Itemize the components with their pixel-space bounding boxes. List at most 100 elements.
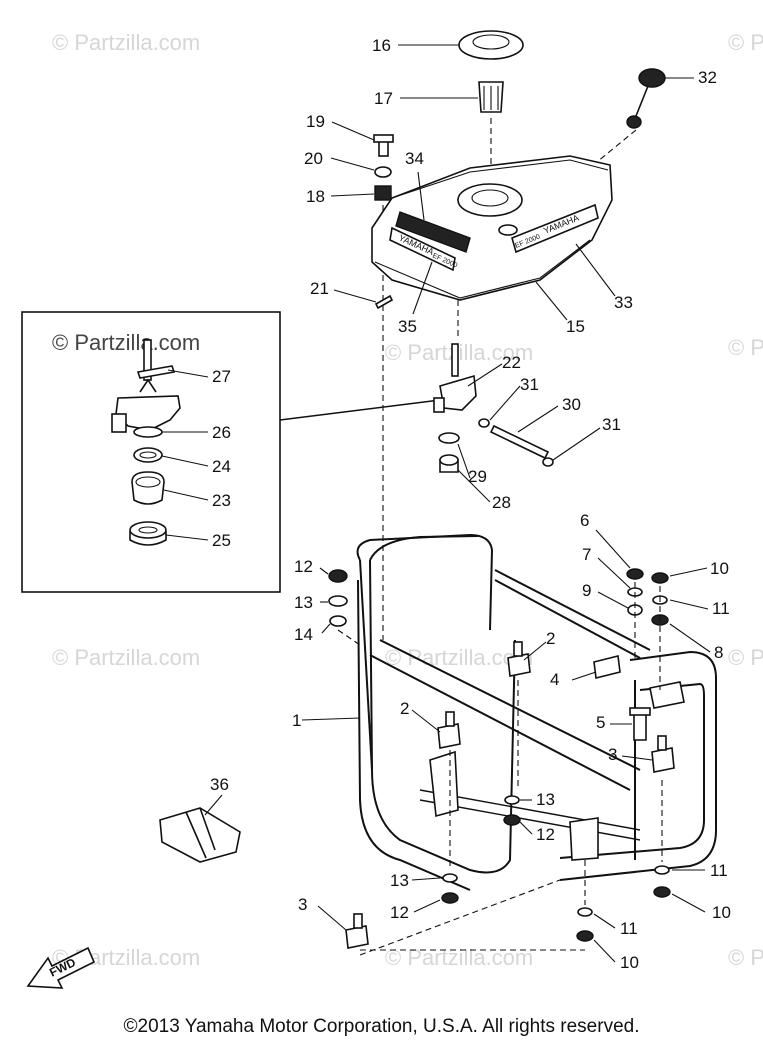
part-11-washer-bottom [577, 907, 593, 917]
callout-14: 14 [294, 625, 313, 644]
part-13-washer-low [442, 873, 458, 883]
part-10-nut-right [653, 886, 671, 898]
watermark: © Partzilla.com [385, 340, 533, 365]
callout-22: 22 [502, 353, 521, 372]
callout-21: 21 [310, 279, 329, 298]
frame-bracket-left [429, 750, 459, 818]
callout-30: 30 [562, 395, 581, 414]
part-12-nut-mid [503, 814, 521, 826]
frame-left-post [359, 559, 373, 771]
watermark: © Partzilla.com [728, 335, 763, 360]
filler-neck [457, 183, 523, 217]
assembly-lines [337, 582, 663, 956]
part-15-tank [371, 155, 613, 301]
callout-28: 28 [492, 493, 511, 512]
bag-strap [199, 807, 216, 851]
filler-hole [471, 189, 509, 207]
callout-11-bottom: 11 [620, 919, 638, 938]
gauge-port [498, 224, 518, 236]
callout-11-right: 11 [710, 861, 728, 880]
callout-10: 10 [710, 559, 729, 578]
damper-stud [353, 913, 363, 929]
part-33-decal [511, 203, 599, 254]
part-12-nut [328, 569, 348, 583]
part-24-o-ring [133, 447, 163, 463]
part-31-clip-upper [478, 418, 490, 428]
callout-27: 27 [212, 367, 231, 386]
part-10-nut [651, 572, 669, 584]
callout-13-low: 13 [390, 871, 409, 890]
frame-bracket-lower [569, 817, 599, 861]
callout-5: 5 [596, 713, 605, 732]
callout-3-right: 3 [608, 745, 617, 764]
callout-17: 17 [374, 89, 393, 108]
copyright-text: ©2013 Yamaha Motor Corporation, U.S.A. A… [123, 1016, 640, 1037]
inset-leader [279, 399, 441, 421]
nut-hole [138, 526, 158, 534]
part-2-damper-lower [437, 723, 461, 749]
callout-2-lower: 2 [400, 699, 409, 718]
fuel-cock-knob [433, 397, 445, 413]
part-20-washer [374, 166, 392, 178]
fwd-arrow-shape [26, 946, 96, 989]
dampers [345, 641, 675, 949]
part-21-clip [374, 294, 394, 310]
callout-15: 15 [566, 317, 585, 336]
o-ring-inner [139, 451, 157, 459]
callout-31-lower: 31 [602, 415, 621, 434]
part-23-cup [131, 471, 165, 505]
cup-rim [135, 476, 161, 488]
part-13-washer [328, 595, 348, 607]
callout-labels: 16 17 32 19 20 34 18 21 35 15 33 22 31 3… [210, 36, 731, 972]
callout-12-mid: 12 [536, 825, 555, 844]
part-36-bag [159, 807, 241, 863]
callout-1: 1 [292, 711, 301, 730]
callout-32: 32 [698, 68, 717, 87]
gauge-float [626, 115, 642, 129]
callout-10-right: 10 [712, 903, 731, 922]
tank-ridge [391, 159, 609, 199]
inset-watermark: © Partzilla.com [52, 330, 200, 355]
frame-bracket-right [649, 681, 685, 709]
callout-26: 26 [212, 423, 231, 442]
leader-lines [161, 44, 711, 963]
callout-25: 25 [212, 531, 231, 550]
callout-20: 20 [304, 149, 323, 168]
fasteners [328, 568, 671, 942]
watermark: © Partzilla.com [385, 945, 533, 970]
watermark: © Partzilla.com [728, 30, 763, 55]
tank-lower-seam [374, 239, 591, 299]
fuel-cock-main [433, 343, 554, 473]
part-22-fuel-cock [439, 374, 477, 411]
cap-top [472, 34, 510, 50]
callout-3-bottom: 3 [298, 895, 307, 914]
cup-top [439, 454, 459, 466]
callout-12-low: 12 [390, 903, 409, 922]
part-27-gasket [136, 365, 176, 379]
watermark: © Partzilla.com [728, 945, 763, 970]
part-32-gauge [638, 68, 666, 88]
part-34-label [395, 211, 471, 253]
inset-frame [21, 311, 281, 593]
callout-12: 12 [294, 557, 313, 576]
fuel-cock-stem [451, 343, 459, 377]
damper-stud [513, 641, 523, 657]
callout-9: 9 [582, 581, 591, 600]
fuel-tank: YAMAHA EF 2000 YAMAHA EF 2000 [371, 155, 613, 340]
callout-24: 24 [212, 457, 231, 476]
damper-stud [445, 711, 455, 727]
callout-19: 19 [306, 112, 325, 131]
callout-4: 4 [550, 670, 559, 689]
watermark: © Partzilla.com [52, 30, 200, 55]
callout-36: 36 [210, 775, 229, 794]
part-5-bolt [633, 713, 647, 741]
fuel-cock-top [139, 378, 157, 393]
part-26-gasket [133, 426, 163, 438]
callout-18: 18 [306, 187, 325, 206]
callout-8: 8 [714, 643, 723, 662]
fuel-cock-lever [111, 413, 127, 433]
watermark: © Partzilla.com [728, 645, 763, 670]
part-31-clip-lower [542, 457, 554, 467]
part-3-damper-right [651, 747, 675, 773]
part-13-washer-mid [504, 795, 520, 805]
